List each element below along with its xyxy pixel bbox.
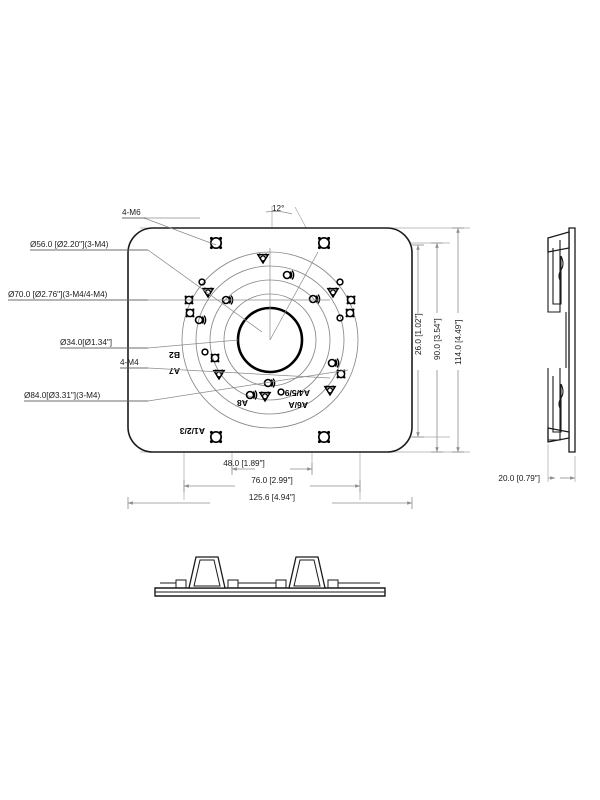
vertical-dimensions: 26.0 [1.02"] 90.0 [3.54"] 114.0 [4.49"]: [412, 227, 464, 453]
bottom-view: [154, 556, 386, 597]
front-view: B2 A7 A1/2/3 A4/5/9 A6/A A8: [8, 204, 470, 509]
label-d70: Ø70.0 [Ø2.76"](3-M4/4-M4): [8, 290, 108, 299]
leader-underlines: [8, 217, 148, 402]
side-upper-bracket-inner: [552, 248, 562, 305]
angle-dimension-text: 12°: [272, 204, 284, 213]
label-4-m4: 4-M4: [120, 358, 139, 367]
dim-20-text: 20.0 [0.79"]: [498, 474, 540, 483]
hole-group-callouts: B2 A7 A1/2/3 A4/5/9 A6/A A8: [169, 350, 310, 436]
bottom-boss-left: [188, 556, 226, 589]
dim-125-6-text: 125.6 [4.94"]: [249, 493, 295, 502]
label-d34: Ø34.0[Ø1.34"]: [60, 338, 112, 347]
callout-a7: A7: [169, 366, 180, 376]
dim-26-text: 26.0 [1.02"]: [414, 313, 423, 355]
side-lower-hook: [558, 383, 564, 411]
label-4-m6: 4-M6: [122, 208, 141, 217]
side-lower-bracket-inner: [552, 376, 562, 433]
callout-a123: A1/2/3: [179, 426, 205, 436]
dim-76-text: 76.0 [2.99"]: [251, 476, 293, 485]
label-d84: Ø84.0[Ø3.31"](3-M4): [24, 391, 100, 400]
angle-dimension-12: 12°: [265, 204, 293, 215]
side-lower-bracket-outer: [547, 368, 561, 441]
callout-a8: A8: [237, 398, 248, 408]
dim-114-text: 114.0 [4.49"]: [454, 319, 463, 365]
callout-a6a: A6/A: [288, 400, 308, 410]
bottom-boss-right: [288, 556, 326, 589]
dim-90-text: 90.0 [3.54"]: [433, 318, 442, 360]
callout-b2: B2: [169, 350, 180, 360]
side-upper-bracket-outer: [547, 240, 561, 313]
dim-48-text: 48.0 [1.89"]: [223, 459, 265, 468]
label-d56: Ø56.0 [Ø2.20"](3-M4): [30, 240, 109, 249]
center-mark: [269, 248, 319, 341]
callout-a459: A4/5/9: [284, 388, 310, 398]
horizontal-dimensions: 48.0 [1.89"] 76.0 [2.99"] 125.6 [4.94"]: [127, 459, 413, 509]
side-upper-hook: [558, 255, 564, 283]
side-view: 20.0 [0.79"]: [498, 227, 576, 483]
side-plate-body: [568, 227, 576, 453]
